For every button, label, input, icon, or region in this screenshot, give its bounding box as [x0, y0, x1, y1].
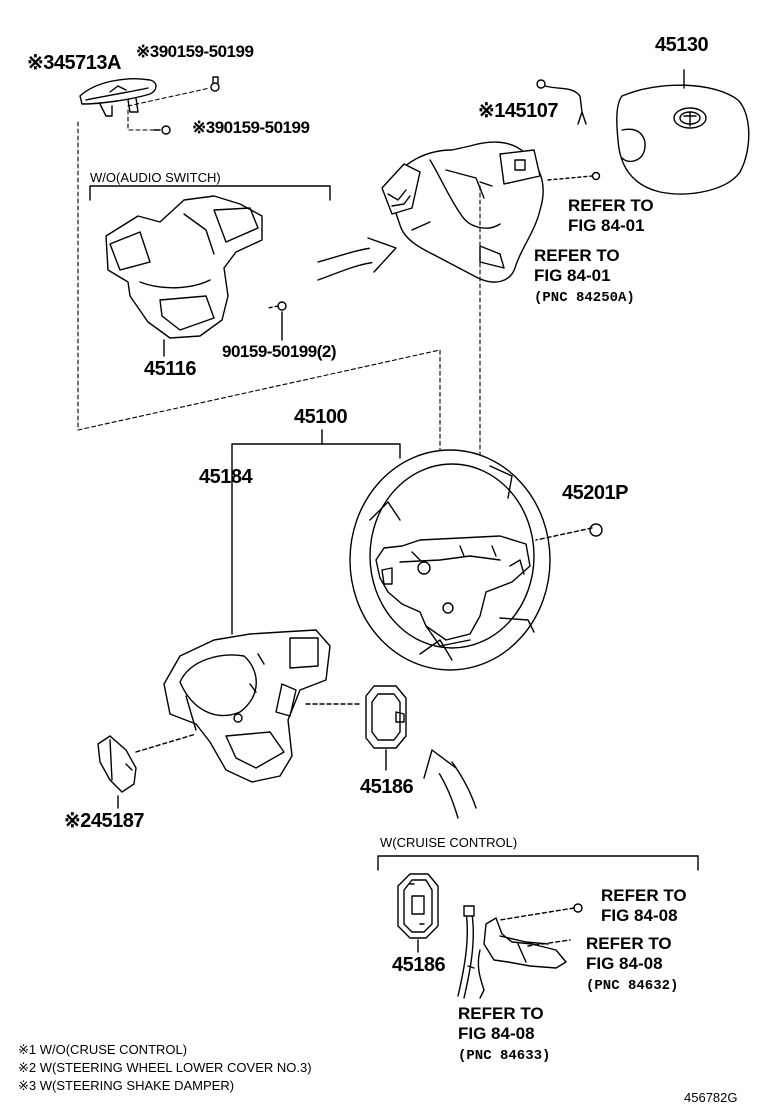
install-arrow: [423, 749, 477, 819]
refer-line-1: REFER TO: [458, 1004, 544, 1023]
cruise-bracket: [377, 855, 699, 871]
lower-cover-part: [105, 195, 287, 357]
refer-line-1: REFER TO: [568, 196, 654, 215]
callout-45116: 45116: [144, 358, 197, 380]
refer-line-2: FIG 84-01: [568, 216, 645, 235]
callout-45100: 45100: [294, 406, 348, 428]
callout-45186-middle: 45186: [360, 776, 414, 798]
drawing-number: 456782G: [684, 1090, 738, 1105]
refer-fig-84-08-c: REFER TO FIG 84-08 (PNC 84633): [458, 1004, 550, 1066]
wheel-assembly-bracket: [231, 429, 401, 459]
callout-45130: 45130: [655, 34, 709, 56]
refer-line-2: FIG 84-08: [586, 954, 663, 973]
callout-45186-lower: 45186: [392, 954, 446, 976]
cruise-switch-part: [457, 903, 583, 999]
condition-cruise-control: W(CRUISE CONTROL): [380, 835, 518, 850]
footnote-3: ※3 W(STEERING SHAKE DAMPER): [18, 1078, 235, 1093]
cover-plate-part: [305, 685, 407, 771]
callout-90159-50199-top: ※390159-50199: [136, 42, 254, 61]
refer-line-1: REFER TO: [586, 934, 672, 953]
audio-bracket: [89, 185, 331, 201]
spiral-harness-part: [536, 79, 587, 125]
callout-90159-50199-qty: 90159-50199(2): [222, 342, 336, 361]
small-cover-part: [97, 733, 197, 809]
refer-pnc: (PNC 84250A): [534, 290, 635, 306]
damper-guide-lines: [77, 87, 441, 521]
callout-45184: 45184: [199, 466, 253, 488]
callout-90159-50199-mid: ※390159-50199: [192, 118, 310, 137]
refer-line-2: FIG 84-01: [534, 266, 611, 285]
refer-line-1: REFER TO: [534, 246, 620, 265]
condition-audio-switch: W/O(AUDIO SWITCH): [90, 170, 221, 185]
steering-pad-assembly: [381, 141, 601, 283]
refer-line-2: FIG 84-08: [458, 1024, 535, 1043]
callout-45713a: ※345713A: [27, 52, 121, 74]
refer-fig-84-08-a: REFER TO FIG 84-08: [601, 886, 687, 926]
cover-plate-part-lower: [397, 873, 439, 953]
refer-fig-84-01-a: REFER TO FIG 84-01: [568, 196, 654, 236]
refer-pnc: (PNC 84633): [458, 1048, 551, 1064]
footnote-1: ※1 W/O(CRUSE CONTROL): [18, 1042, 188, 1057]
refer-pnc: (PNC 84632): [586, 978, 679, 994]
refer-line-1: REFER TO: [601, 886, 687, 905]
callout-45187: ※245187: [64, 810, 145, 832]
refer-line-2: FIG 84-08: [601, 906, 678, 925]
refer-fig-84-08-b: REFER TO FIG 84-08 (PNC 84632): [586, 934, 678, 996]
airbag-part: [616, 69, 750, 195]
steering-wheel-part: [349, 449, 603, 671]
transfer-arrow: [317, 237, 397, 281]
footnote-2: ※2 W(STEERING WHEEL LOWER COVER NO.3): [18, 1060, 312, 1075]
steering-damper-part: [79, 78, 157, 117]
callout-45107: ※145107: [478, 100, 559, 122]
callout-45201p: 45201P: [562, 482, 628, 504]
refer-fig-84-01-b: REFER TO FIG 84-01 (PNC 84250A): [534, 246, 635, 308]
steering-lower-cover-part: [163, 629, 331, 783]
